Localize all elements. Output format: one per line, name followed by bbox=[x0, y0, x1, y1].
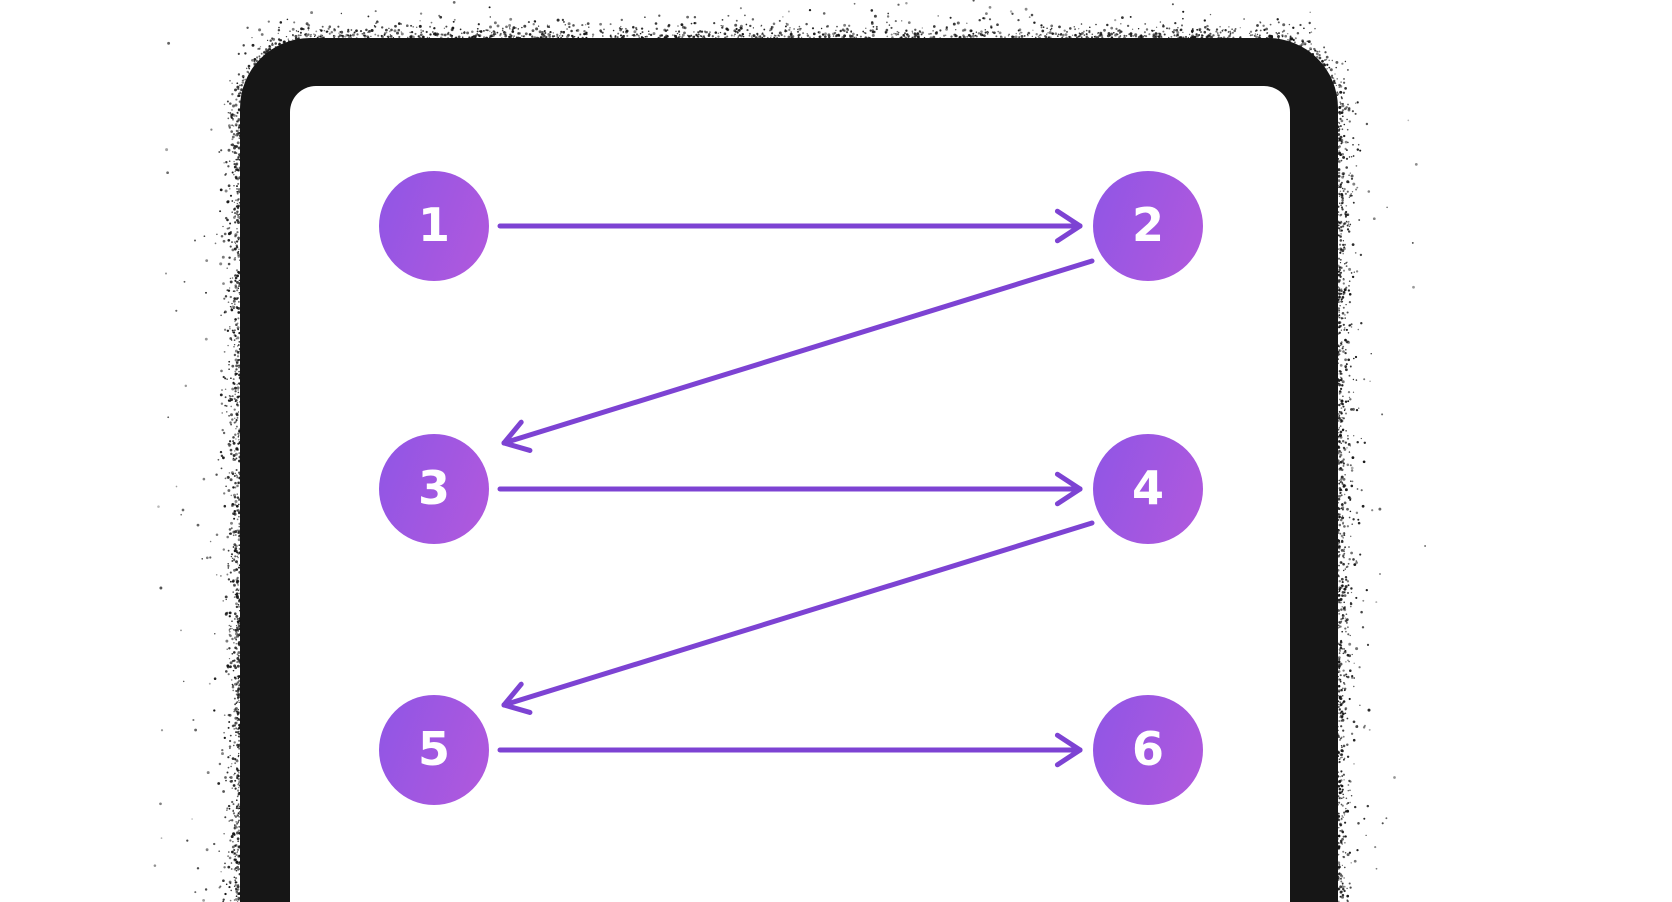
step-node-3: 3 bbox=[379, 434, 489, 544]
step-node-2: 2 bbox=[1093, 171, 1203, 281]
step-node-5: 5 bbox=[379, 695, 489, 805]
step-node-label: 5 bbox=[417, 722, 450, 776]
step-node-4: 4 bbox=[1093, 434, 1203, 544]
step-node-label: 1 bbox=[417, 198, 450, 252]
step-node-6: 6 bbox=[1093, 695, 1203, 805]
step-node-label: 6 bbox=[1131, 722, 1164, 776]
step-node-label: 2 bbox=[1131, 198, 1164, 252]
step-node-label: 4 bbox=[1131, 461, 1164, 515]
step-node-1: 1 bbox=[379, 171, 489, 281]
step-node-label: 3 bbox=[417, 461, 450, 515]
